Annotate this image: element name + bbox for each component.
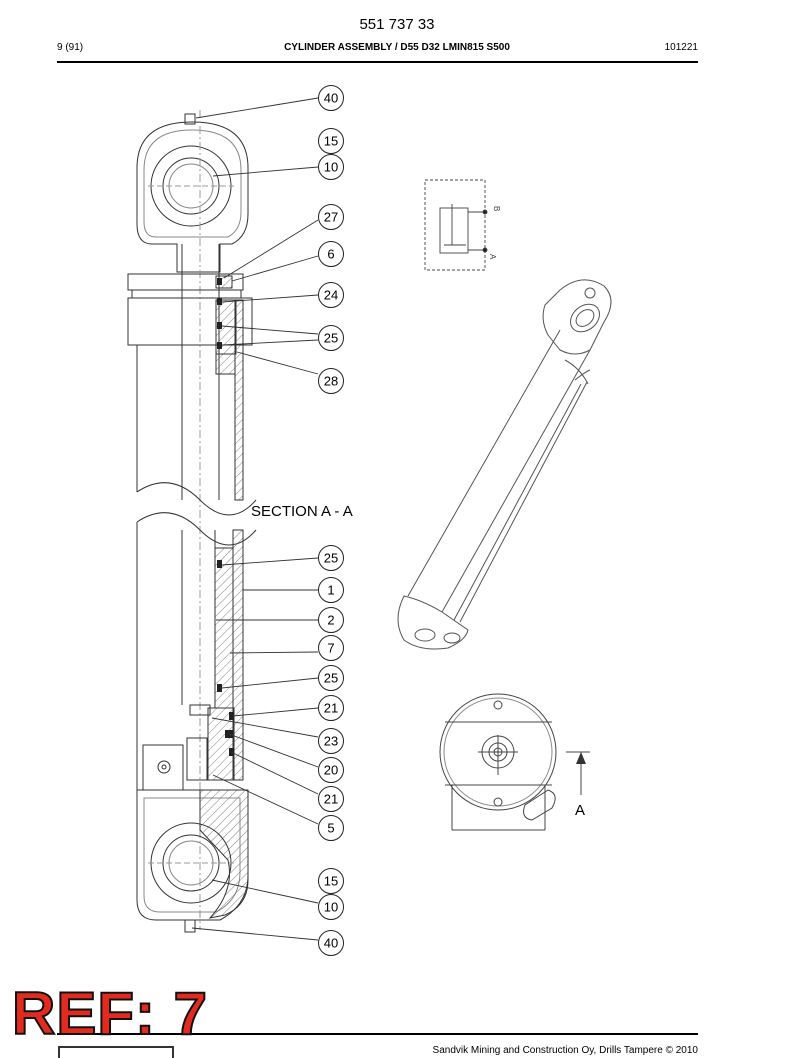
top-pin — [184, 113, 196, 125]
svg-text:1: 1 — [327, 583, 334, 598]
callout-15-top: 15 — [318, 128, 344, 154]
svg-text:7: 7 — [327, 641, 334, 656]
svg-text:24: 24 — [324, 288, 338, 303]
callout-24: 24 — [318, 282, 344, 308]
header-rule — [57, 61, 698, 63]
callout-40-top: 40 — [318, 85, 344, 111]
callout-5: 5 — [318, 815, 344, 841]
svg-text:27: 27 — [324, 210, 338, 225]
callout-leaders — [191, 97, 319, 941]
svg-text:20: 20 — [324, 763, 338, 778]
callout-10-top: 10 — [318, 154, 344, 180]
schematic-port-b: B — [492, 206, 501, 211]
hydraulic-schematic: B A — [424, 179, 501, 271]
reference-stamp: REF: 7 — [11, 980, 209, 1047]
callout-27: 27 — [318, 204, 344, 230]
end-view — [439, 693, 590, 831]
callout-7: 7 — [318, 635, 344, 661]
svg-text:2: 2 — [327, 613, 334, 628]
callout-bubbles: 40 15 10 27 6 24 25 28 25 1 2 7 25 21 23… — [318, 85, 344, 956]
document-title: CYLINDER ASSEMBLY / D55 D32 LMIN815 S500 — [284, 42, 510, 53]
page-indicator: 9 (91) — [57, 42, 84, 53]
callout-25-lower: 25 — [318, 665, 344, 691]
callout-6: 6 — [318, 241, 344, 267]
cylinder-wall-top — [234, 299, 244, 501]
svg-text:40: 40 — [324, 91, 338, 106]
callout-40-bottom: 40 — [318, 930, 344, 956]
svg-text:25: 25 — [324, 331, 338, 346]
footer-rule — [57, 1033, 698, 1035]
callout-25-middle: 25 — [318, 545, 344, 571]
callout-10-bottom: 10 — [318, 894, 344, 920]
svg-text:25: 25 — [324, 671, 338, 686]
svg-text:23: 23 — [324, 734, 338, 749]
isometric-view — [397, 279, 612, 650]
cylinder-wall-lower — [232, 529, 244, 781]
gland-nut — [127, 297, 253, 346]
iso-top-eye — [542, 279, 612, 355]
top-eye — [136, 121, 249, 273]
svg-text:15: 15 — [324, 874, 338, 889]
svg-text:40: 40 — [324, 936, 338, 951]
schematic-boundary — [424, 179, 486, 271]
svg-text:6: 6 — [327, 247, 334, 262]
callout-25-upper: 25 — [318, 325, 344, 351]
callout-23: 23 — [318, 728, 344, 754]
side-port — [142, 744, 184, 791]
part-number: 551 737 33 — [359, 16, 435, 33]
view-arrow — [576, 752, 586, 764]
end-view-port — [523, 789, 556, 821]
callout-2: 2 — [318, 607, 344, 633]
svg-text:25: 25 — [324, 551, 338, 566]
footer-copyright: Sandvik Mining and Construction Oy, Dril… — [432, 1045, 698, 1056]
company-logo — [58, 1046, 174, 1058]
bottom-pin — [184, 919, 196, 933]
callout-21-lower: 21 — [318, 786, 344, 812]
callout-1: 1 — [318, 577, 344, 603]
schematic-port-a: A — [488, 254, 497, 260]
svg-text:15: 15 — [324, 134, 338, 149]
svg-text:28: 28 — [324, 374, 338, 389]
schematic-cylinder — [439, 207, 469, 254]
section-label: SECTION A - A — [251, 503, 353, 520]
callout-21-upper: 21 — [318, 695, 344, 721]
iso-bottom-eye — [397, 595, 469, 650]
document-code: 101221 — [664, 42, 698, 53]
callout-28: 28 — [318, 368, 344, 394]
end-view-outer-circle — [439, 693, 557, 811]
svg-text:21: 21 — [324, 701, 338, 716]
callout-15-bottom: 15 — [318, 868, 344, 894]
section-view — [127, 110, 257, 933]
callout-20: 20 — [318, 757, 344, 783]
svg-text:10: 10 — [324, 900, 338, 915]
view-arrow-label: A — [575, 802, 585, 819]
svg-text:5: 5 — [327, 821, 334, 836]
svg-text:21: 21 — [324, 792, 338, 807]
svg-text:10: 10 — [324, 160, 338, 175]
